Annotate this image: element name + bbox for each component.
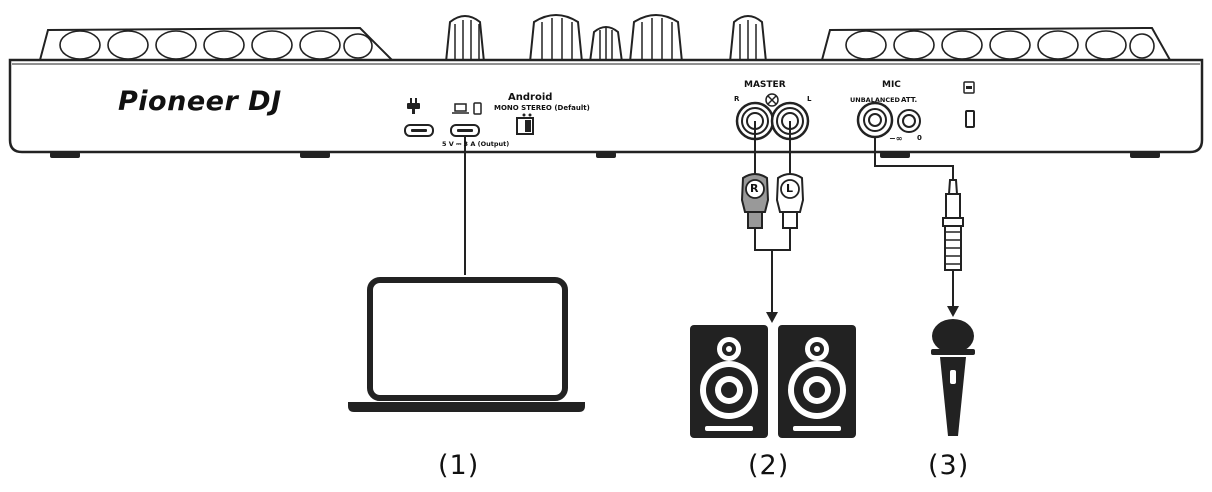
mic-jack (856, 101, 894, 139)
master-r-label: R (734, 95, 740, 103)
mic-unbalanced-label: UNBALANCED (850, 96, 900, 104)
master-label: MASTER (744, 80, 786, 90)
no-speaker-icon (765, 93, 779, 107)
laptop-small-icon (452, 103, 469, 114)
android-mode-labels: MONO STEREO (Default) (494, 104, 590, 112)
knob (628, 14, 684, 63)
plug-l-label: L (786, 182, 794, 195)
plug-l-marker (780, 179, 800, 199)
pioneer-dj-logo: Pioneer DJ (118, 86, 282, 117)
plug-r-label: R (750, 182, 759, 195)
pc-usb-port (450, 124, 480, 137)
mic-att-label: ATT. (901, 96, 918, 104)
plug-r-marker (745, 179, 765, 199)
speaker-cable (754, 228, 791, 251)
mic-att-min-label: −∞ (889, 134, 903, 143)
lock-icon (963, 81, 975, 94)
caption-laptop: (1) (438, 450, 480, 481)
android-label: Android (508, 92, 553, 103)
phone-small-icon (473, 102, 482, 115)
power-usb-port (404, 124, 434, 137)
caption-mic: (3) (928, 450, 970, 481)
usb-rating-label: 5 V ⎓ 3 A (Output) (442, 140, 510, 148)
android-mode-switch (516, 113, 534, 135)
speaker-icon-right (778, 325, 856, 438)
power-plug-icon (407, 98, 420, 114)
caption-speakers: (2) (748, 450, 790, 481)
mic-att-max-label: 0 (917, 134, 922, 142)
arrow-icon (766, 312, 778, 323)
master-l-label: L (807, 95, 812, 103)
knob (528, 14, 584, 63)
security-slot (965, 110, 975, 128)
mic-cable (874, 137, 954, 180)
mic-att-knob (897, 109, 921, 133)
speaker-icon-left (690, 325, 768, 438)
arrow-icon (947, 306, 959, 317)
laptop-icon (348, 277, 585, 412)
microphone-icon (931, 319, 975, 436)
mic-label: MIC (882, 80, 901, 90)
mic-phone-plug (942, 179, 964, 271)
